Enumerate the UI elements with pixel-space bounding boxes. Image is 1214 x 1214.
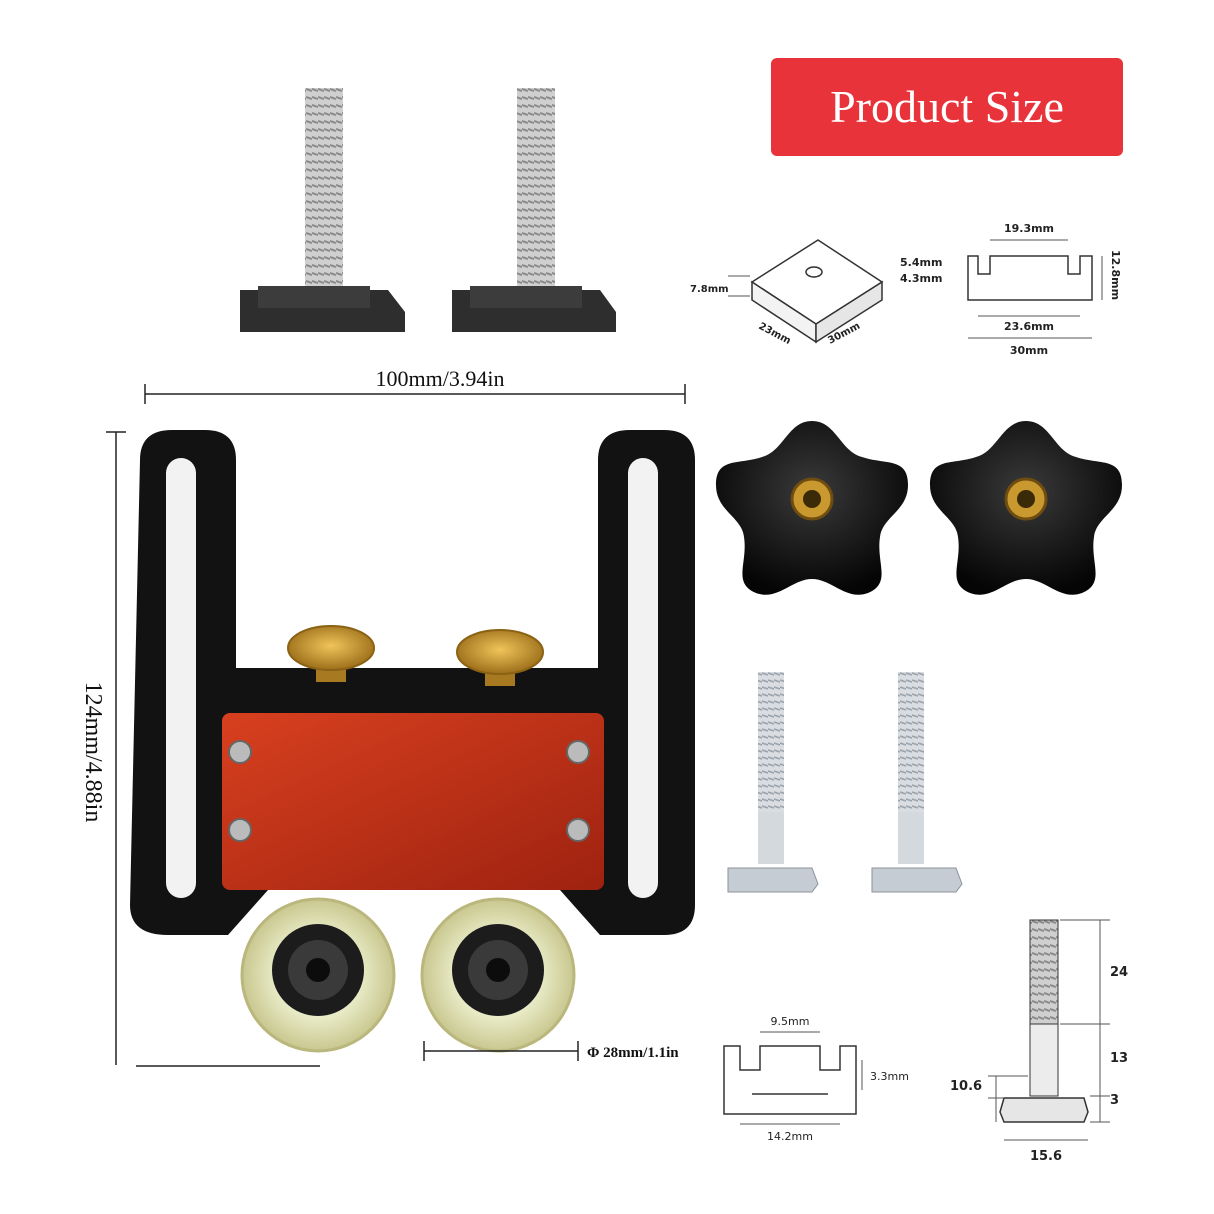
- track-slot-bottom-label: 23.6mm: [1004, 320, 1054, 333]
- wheel-dimension: Φ 28mm/1.1in: [423, 1041, 679, 1061]
- bolt-head-width-label: 15.6: [1030, 1149, 1062, 1164]
- small-track-depth-label: 3.3mm: [870, 1070, 909, 1083]
- small-track-diagram: 9.5mm 3.3mm 14.2mm: [723, 1015, 909, 1143]
- roller-wheel: [420, 897, 576, 1053]
- small-track-slot-label: 9.5mm: [771, 1015, 810, 1028]
- bolt-head-thickness-label: 3: [1110, 1093, 1119, 1108]
- roller-wheel: [240, 897, 396, 1053]
- block-length-label: 23mm: [757, 321, 793, 347]
- track-profile-diagram: 19.3mm 5.4mm 4.3mm 12.8mm 23.6mm 30mm: [900, 222, 1122, 357]
- width-dimension: 100mm/3.94in: [144, 366, 686, 404]
- track-lip-a-label: 5.4mm: [900, 256, 942, 269]
- brass-thumb-screw: [456, 629, 544, 686]
- t-bolt-diagram: 24 13 3 10.6 15.6: [950, 919, 1128, 1164]
- product-size-badge: Product Size: [771, 58, 1123, 156]
- t-bolt-left: [240, 88, 405, 332]
- track-slot-top-label: 19.3mm: [1004, 222, 1054, 235]
- silver-t-bolt-right: [871, 672, 963, 893]
- bolt-thread-label: 24: [1110, 965, 1128, 980]
- track-lip-b-label: 4.3mm: [900, 272, 942, 285]
- track-height-label: 12.8mm: [1109, 250, 1122, 300]
- brass-thumb-screw: [287, 625, 375, 682]
- width-label: 100mm/3.94in: [376, 366, 505, 391]
- height-label: 124mm/4.88in: [80, 682, 106, 823]
- bolt-head-height-label: 10.6: [950, 1079, 982, 1094]
- slider-block-diagram: 7.8mm 23mm 30mm: [690, 239, 884, 347]
- track-width-label: 30mm: [1010, 344, 1048, 357]
- height-dimension: 124mm/4.88in: [80, 431, 320, 1067]
- red-plate: [222, 713, 604, 890]
- block-thickness-label: 7.8mm: [690, 284, 729, 295]
- badge-label: Product Size: [830, 81, 1064, 132]
- silver-t-bolt-left: [727, 672, 819, 893]
- small-track-width-label: 14.2mm: [767, 1130, 813, 1143]
- bolt-shank-label: 13: [1110, 1051, 1128, 1066]
- star-knob-left: [716, 421, 908, 595]
- jig-body: [130, 430, 695, 1053]
- wheel-label: Φ 28mm/1.1in: [587, 1045, 679, 1061]
- t-bolt-right: [452, 88, 616, 332]
- star-knob-right: [930, 421, 1122, 595]
